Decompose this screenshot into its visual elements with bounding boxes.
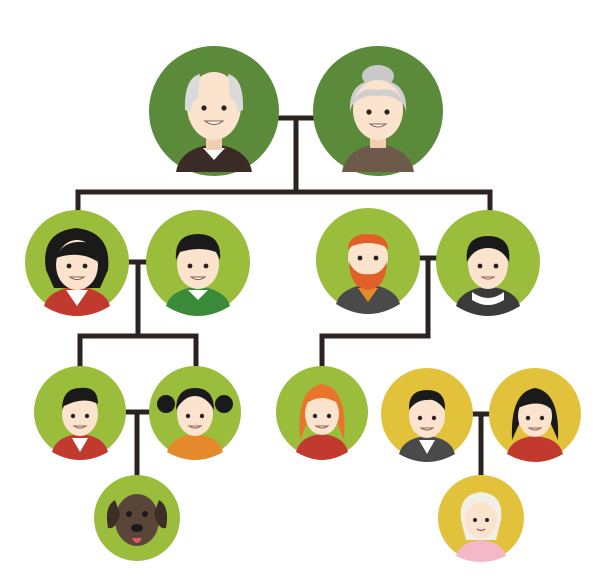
grandmother-body — [342, 144, 414, 172]
grandfather-hair — [184, 74, 244, 112]
person-grandfather — [149, 46, 279, 176]
person-red-haired-man — [316, 208, 420, 314]
person-boy — [34, 366, 126, 460]
person-mother — [25, 210, 129, 316]
person-dark-haired-woman — [436, 210, 540, 316]
person-girl — [149, 366, 241, 460]
tree-connectors — [75, 115, 493, 481]
person-baby — [438, 475, 524, 562]
grandmother-face — [353, 80, 403, 140]
person-grandmother — [313, 46, 443, 176]
person-young-man — [381, 368, 473, 462]
grandfather-face — [187, 72, 241, 140]
person-father — [146, 210, 250, 316]
person-red-haired-girl — [276, 366, 368, 460]
person-young-woman — [489, 368, 581, 462]
pet-dog — [94, 475, 180, 561]
